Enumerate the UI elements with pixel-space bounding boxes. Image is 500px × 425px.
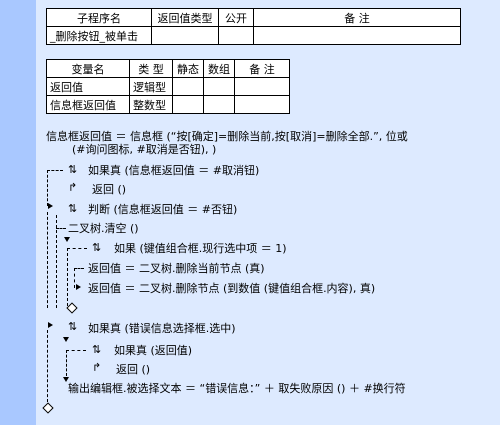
flow-line bbox=[67, 248, 68, 306]
flow-arrow bbox=[64, 237, 70, 242]
flow-line bbox=[56, 228, 66, 229]
var-header-array: 数组 bbox=[203, 59, 235, 78]
flow-line bbox=[74, 268, 84, 269]
var-cell-array[interactable] bbox=[203, 77, 235, 96]
var-header-name: 变量名 bbox=[46, 59, 130, 78]
flow-arrow bbox=[76, 284, 81, 290]
flow-arrow bbox=[48, 322, 53, 328]
flow-line bbox=[56, 215, 57, 308]
var-cell-static[interactable] bbox=[172, 95, 204, 114]
sub-cell-public[interactable] bbox=[218, 26, 254, 45]
flow-line bbox=[47, 170, 48, 206]
code-line-if-current[interactable]: 如果 (键值组合框.现行选中项 ＝ 1) bbox=[114, 242, 287, 255]
var-cell-static[interactable] bbox=[172, 77, 204, 96]
code-line-clear[interactable]: 二叉树.清空 () bbox=[68, 222, 139, 235]
sub-header-return-type: 返回值类型 bbox=[151, 8, 219, 27]
var-cell-name[interactable]: 信息框返回值 bbox=[46, 95, 130, 114]
code-line-delete-node[interactable]: 返回值 ＝ 二叉树.删除节点 (到数值 (键值组合框.内容), 真) bbox=[88, 282, 376, 295]
sub-cell-name[interactable]: _删除按钮_被单击 bbox=[46, 26, 152, 45]
sub-cell-remark[interactable] bbox=[253, 26, 461, 45]
return-icon: ↱ bbox=[68, 181, 78, 194]
var-header-remark: 备 注 bbox=[234, 59, 290, 78]
var-cell-name[interactable]: 返回值 bbox=[46, 77, 130, 96]
code-line-output[interactable]: 输出编辑框.被选择文本 ＝ “错误信息：” ＋ 取失败原因 () ＋ #换行符 bbox=[68, 382, 406, 395]
var-cell-array[interactable] bbox=[203, 95, 235, 114]
sub-header-remark: 备 注 bbox=[253, 8, 461, 27]
code-line-switch[interactable]: 判断 (信息框返回值 ＝ #否钮) bbox=[88, 203, 238, 216]
code-line-return-1[interactable]: 返回 () bbox=[92, 183, 127, 196]
var-cell-remark[interactable] bbox=[234, 95, 290, 114]
flow-line bbox=[47, 212, 48, 308]
flow-arrow bbox=[63, 337, 69, 342]
code-line-if-error[interactable]: 如果真 (错误信息选择框.选中) bbox=[88, 322, 236, 335]
var-header-type: 类 型 bbox=[129, 59, 173, 78]
sub-header-public: 公开 bbox=[218, 8, 254, 27]
code-line-msgbox[interactable]: 信息框返回值 ＝ 信息框 (“按[确定]=删除当前,按[取消]=删除全部.”, … bbox=[46, 130, 408, 143]
code-line-return-2[interactable]: 返回 () bbox=[116, 363, 151, 376]
flow-line bbox=[74, 268, 75, 288]
var-cell-type[interactable]: 逻辑型 bbox=[129, 77, 173, 96]
branch-icon: ⇅ bbox=[68, 202, 78, 215]
code-line-msgbox-cont[interactable]: (#询问图标, #取消是否钮), ) bbox=[72, 143, 217, 156]
flow-arrow bbox=[48, 203, 53, 209]
branch-icon: ⇅ bbox=[92, 241, 102, 254]
flow-arrow bbox=[63, 377, 69, 382]
sub-cell-return-type[interactable] bbox=[151, 26, 219, 45]
code-line-if-retval[interactable]: 如果真 (返回值) bbox=[114, 344, 193, 357]
variable-table: 变量名 类 型 静态 数组 备 注 返回值 逻辑型 信息框返回值 整数型 bbox=[46, 59, 290, 114]
return-icon: ↱ bbox=[92, 361, 102, 374]
branch-icon: ⇅ bbox=[68, 163, 78, 176]
sub-header-name: 子程序名 bbox=[46, 8, 152, 27]
var-header-static: 静态 bbox=[172, 59, 204, 78]
code-line-delete-current[interactable]: 返回值 ＝ 二叉树.删除当前节点 (真) bbox=[88, 262, 265, 275]
var-cell-remark[interactable] bbox=[234, 77, 290, 96]
code-line-if-cancel[interactable]: 如果真 (信息框返回值 ＝ #取消钮) bbox=[88, 164, 260, 177]
branch-icon: ⇅ bbox=[92, 343, 102, 356]
var-cell-type[interactable]: 整数型 bbox=[129, 95, 173, 114]
flow-line bbox=[66, 350, 67, 376]
subroutine-table: 子程序名 返回值类型 公开 备 注 _删除按钮_被单击 bbox=[46, 8, 461, 45]
flow-line bbox=[66, 350, 86, 351]
branch-icon: ⇅ bbox=[68, 320, 78, 333]
flow-line bbox=[47, 170, 63, 171]
flow-line bbox=[47, 330, 48, 402]
flow-line bbox=[67, 248, 87, 249]
left-gutter bbox=[0, 0, 36, 425]
